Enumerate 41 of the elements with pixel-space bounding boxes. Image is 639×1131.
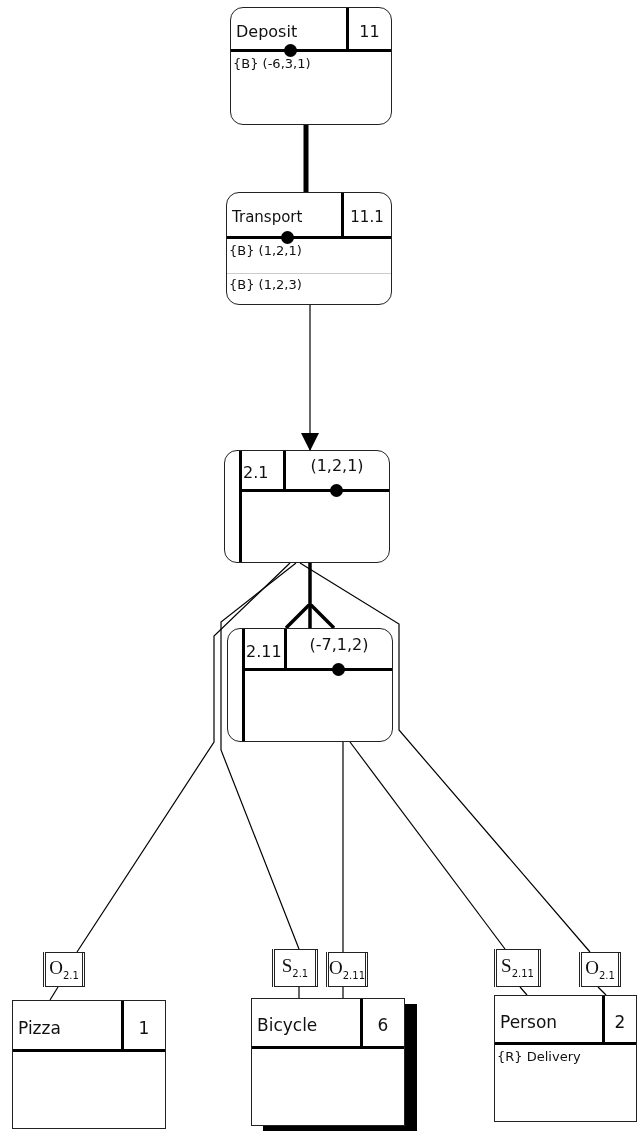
entity-number: 11 [358,23,381,40]
connector-line [299,562,591,953]
connector-line [76,562,291,953]
relation-number: 2.1 [243,465,269,481]
entity-number: 6 [376,1017,390,1034]
connector-line [298,986,300,999]
relation-tuple: (-7,1,2) [308,636,370,653]
connector-line [284,563,336,630]
entity-number: 11.1 [349,210,385,225]
entity-box [230,7,392,125]
role-tag: O$_{2.11}$ [326,952,368,987]
entity-name: Person [500,1013,558,1031]
entity-number: 2 [613,1013,627,1031]
entity-name: Deposit [236,23,298,40]
arrow [301,304,319,451]
entity-box [12,1000,166,1129]
role-tag: O$_{2.1}$ [579,952,621,987]
attribute-text: {B} (1,2,3) [229,278,302,291]
entity-name: Bicycle [257,1017,318,1034]
entity-name: Pizza [18,1019,61,1037]
connector-line [303,125,309,192]
connector-line [49,986,59,1001]
attribute-text: {B} (1,2,1) [229,244,302,257]
connector-line [220,562,300,950]
entity-number: 1 [137,1019,151,1037]
role-tag: S$_{2.1}$ [272,949,318,987]
role-tag: S$_{2.11}$ [494,949,541,987]
relation-number: 2.11 [246,643,282,660]
connector-line [342,986,344,999]
entity-name: Transport [232,210,303,225]
role-tag: O$_{2.1}$ [43,952,85,987]
connector-line [349,741,506,950]
entity-box [494,995,637,1122]
connector-line [342,741,344,953]
connector-line [519,986,528,996]
relation-box [224,450,390,563]
attribute-text: {R} Delivery [497,1050,581,1063]
relation-tuple: (1,2,1) [309,458,365,474]
entity-box [226,192,392,305]
attribute-text: {B} (-6,3,1) [233,57,311,70]
relation-box [227,628,393,742]
